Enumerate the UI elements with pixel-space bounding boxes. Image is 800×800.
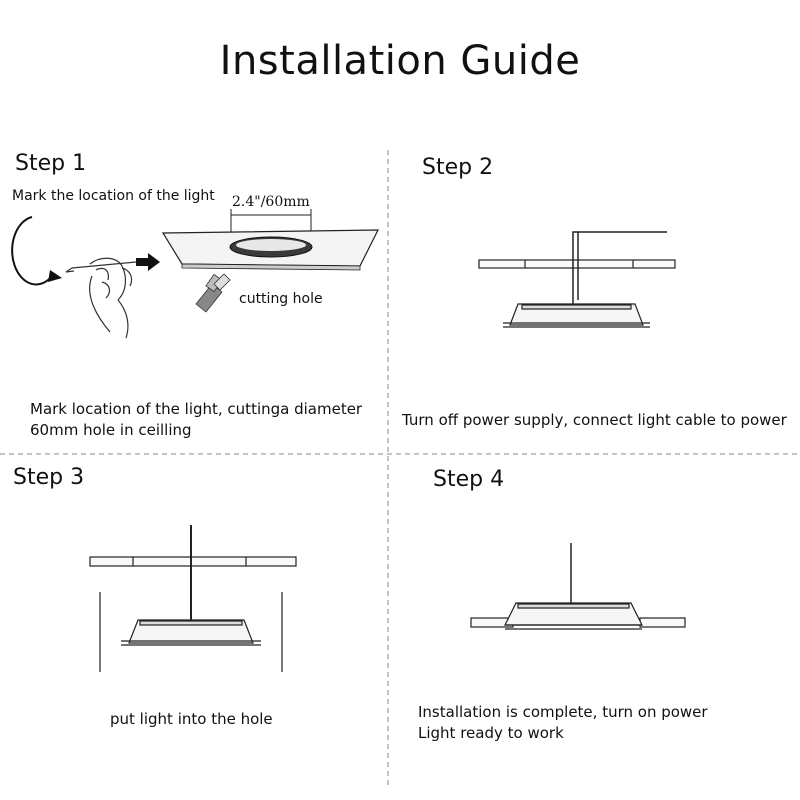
step-3-light-fixture <box>121 619 261 646</box>
step-1-title: Step 1 <box>15 151 87 176</box>
step-4-caption-line-1: Installation is complete, turn on power <box>418 703 708 721</box>
step-2-ceiling-board <box>478 259 676 269</box>
step-1-tool-label: cutting hole <box>239 291 323 307</box>
step-1-caption-line-1: Mark location of the light, cuttinga dia… <box>30 400 363 418</box>
page-title: Installation Guide <box>219 38 581 84</box>
step-3-ceiling-board <box>89 556 297 567</box>
step-1-hand-pencil-icon <box>65 257 137 339</box>
step-3-caption: put light into the hole <box>110 710 273 728</box>
step-1-note: Mark the location of the light <box>12 188 215 204</box>
step-3-title: Step 3 <box>13 465 85 490</box>
step-1-rotate-arrow-icon <box>11 216 62 286</box>
step-2-caption: Turn off power supply, connect light cab… <box>402 411 787 429</box>
step-4-installed-light <box>470 602 686 630</box>
step-4-caption-line-2: Light ready to work <box>418 724 564 742</box>
step-1-hole-saw-icon <box>195 273 231 313</box>
step-4-title: Step 4 <box>433 467 505 492</box>
step-1-arrow-right-icon <box>136 253 160 271</box>
step-2-power-cable <box>572 231 667 304</box>
step-2-light-fixture <box>503 303 650 328</box>
step-3-guide-lines <box>99 592 283 672</box>
step-2-title: Step 2 <box>422 155 494 180</box>
step-1-ceiling-board <box>161 229 379 271</box>
step-1-dimension-label: 2.4"/60mm <box>232 194 310 210</box>
step-1-caption-line-2: 60mm hole in ceilling <box>30 421 192 439</box>
